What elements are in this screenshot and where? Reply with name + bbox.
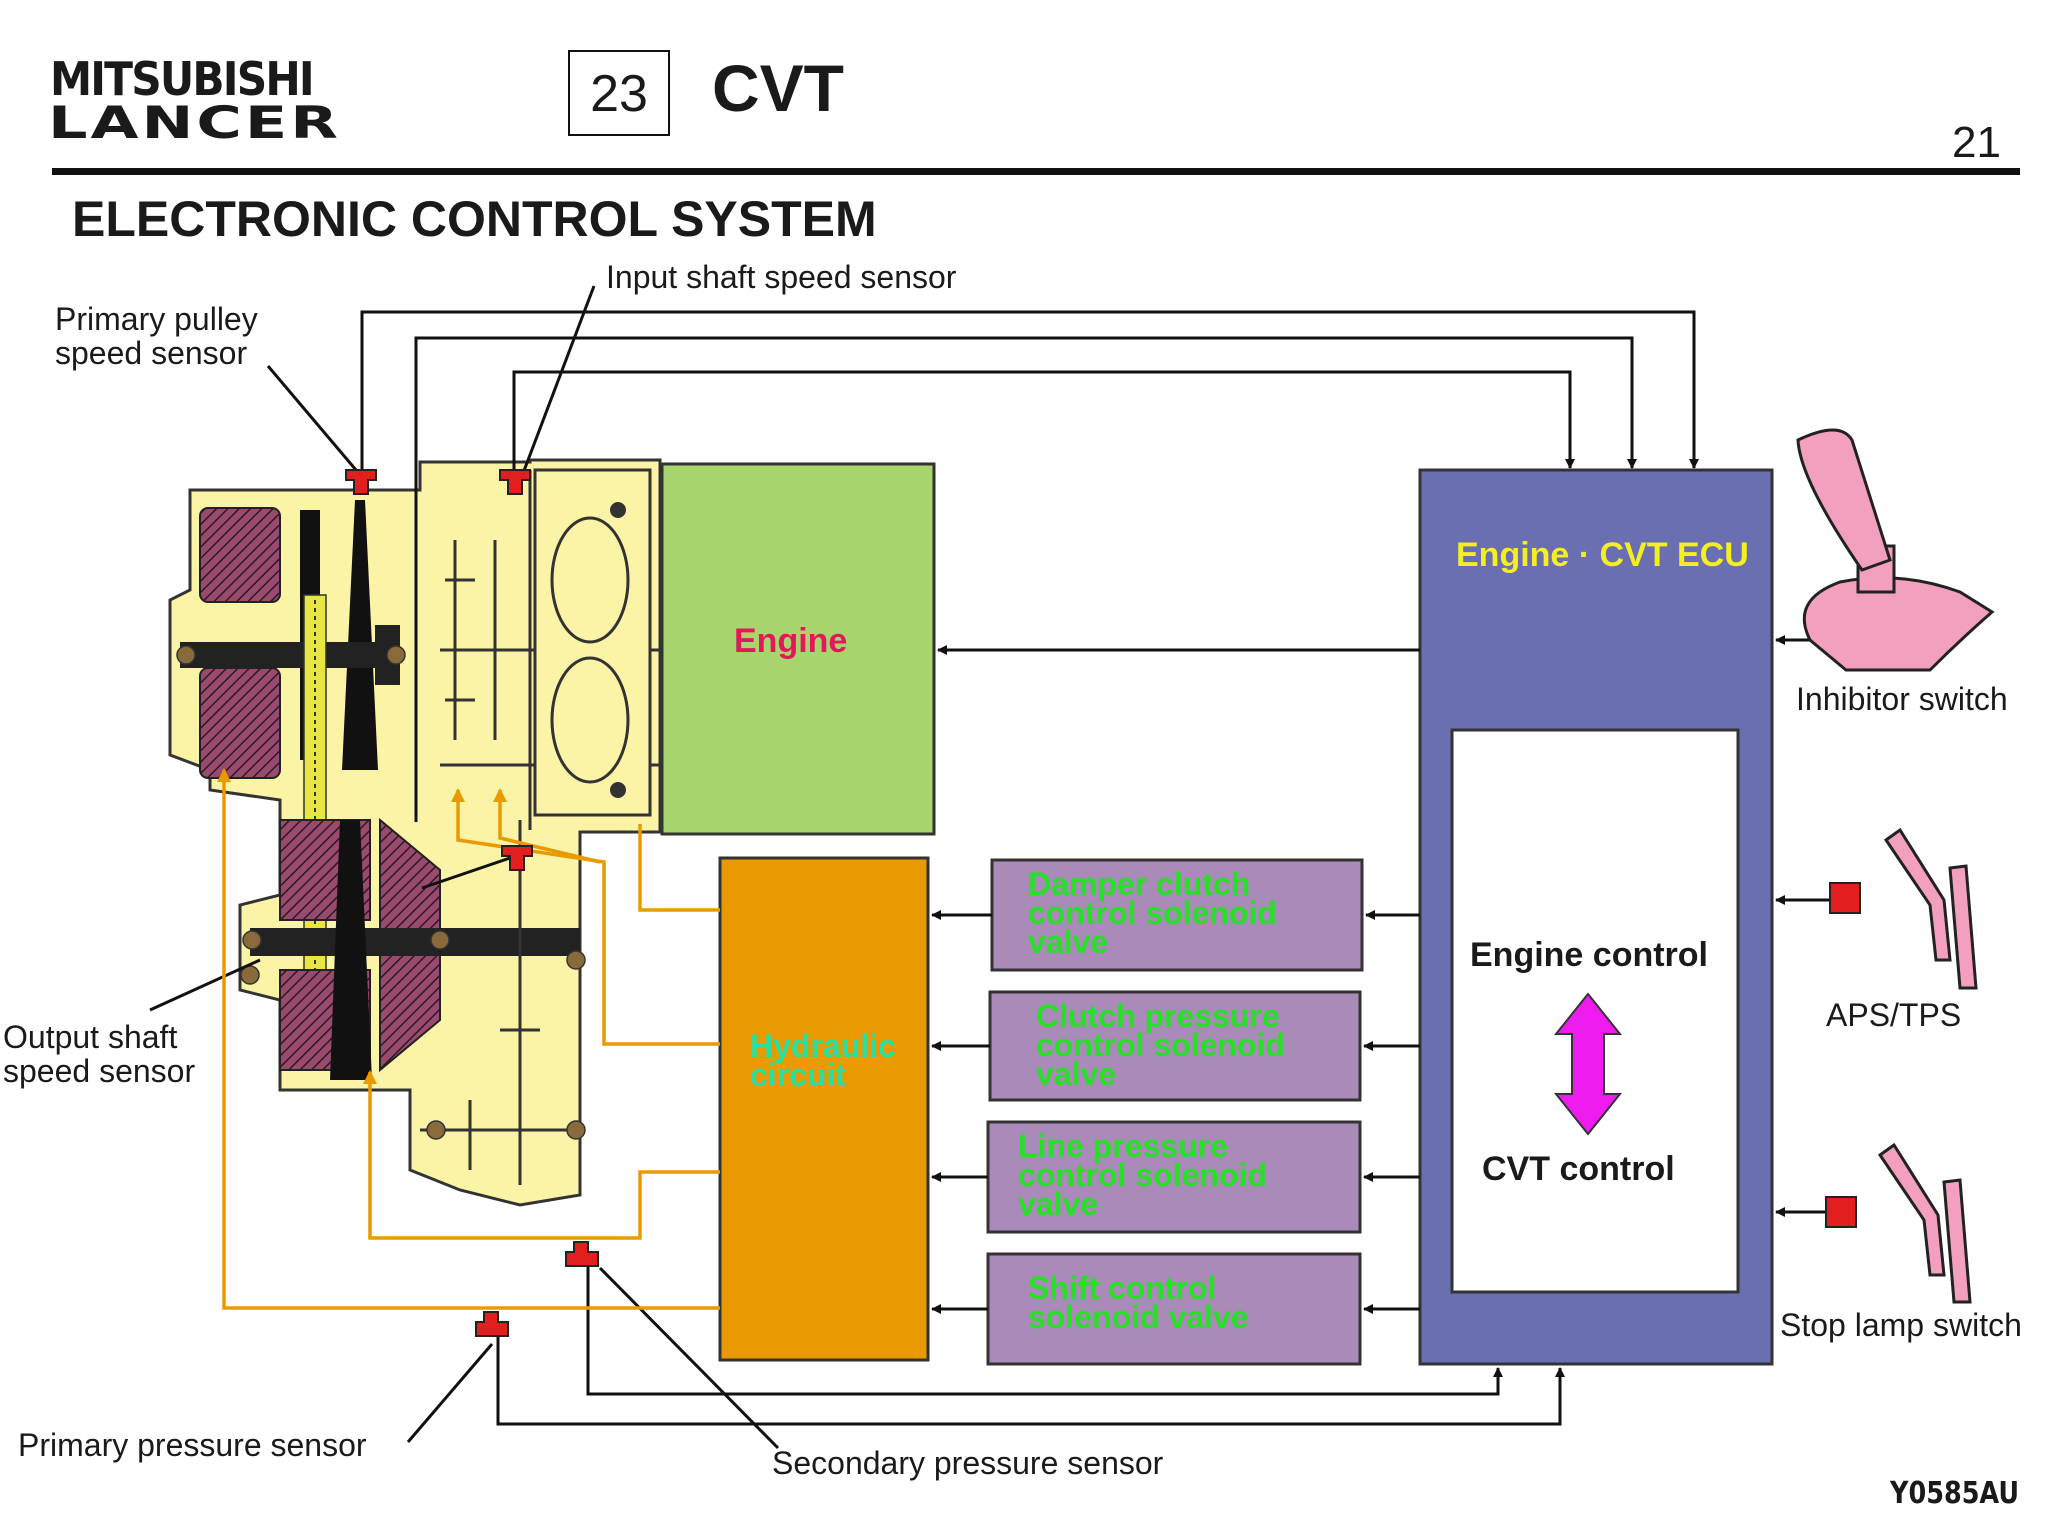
aps-pedal-icon: [1883, 827, 1978, 990]
primary-pressure-sensor-icon: [475, 1311, 509, 1337]
cvt-control-label: CVT control: [1482, 1150, 1675, 1188]
hydraulic-circuit-label: Hydraulic circuit: [750, 1028, 896, 1093]
engine-label: Engine: [734, 622, 848, 660]
aps-tps-sensor-icon: [1829, 882, 1861, 914]
hydraulic-circuit-block: [718, 856, 930, 1362]
page-heading: ELECTRONIC CONTROL SYSTEM: [72, 191, 877, 247]
input-shaft-sensor-label: Input shaft speed sensor: [606, 259, 957, 295]
secondary-pressure-sensor-icon: [565, 1241, 599, 1267]
line-pressure-solenoid-box: [986, 1120, 1362, 1234]
clutch-pressure-solenoid-box: [988, 990, 1362, 1102]
damper-clutch-solenoid-label: Damper clutch control solenoid valve: [1028, 866, 1277, 960]
aps-tps-label: APS/TPS: [1826, 997, 1962, 1033]
header-rule: [52, 168, 2020, 175]
shift-control-solenoid-label: Shift control solenoid valve: [1028, 1270, 1249, 1335]
output-shaft-sensor-icon: [501, 845, 533, 871]
inhibitor-switch-label: Inhibitor switch: [1796, 681, 2008, 717]
engine-block: [660, 462, 936, 836]
input-shaft-sensor-icon: [499, 469, 531, 495]
primary-pulley-sensor-icon: [345, 469, 377, 495]
transmission-housing: [168, 458, 662, 1207]
brand-model: LANCER: [48, 96, 341, 149]
primary-pulley-sensor-label: Primary pulley speed sensor: [55, 301, 258, 371]
shift-control-solenoid-box: [986, 1252, 1362, 1366]
stop-lamp-pedal-icon: [1877, 1142, 1972, 1304]
stop-lamp-sensor-icon: [1825, 1196, 1857, 1228]
line-pressure-solenoid-label: Line pressure control solenoid valve: [1018, 1128, 1267, 1222]
damper-clutch-solenoid-box: [990, 858, 1364, 972]
figure-code: Y0585AU: [1890, 1476, 2020, 1511]
primary-pressure-sensor-label: Primary pressure sensor: [18, 1427, 367, 1463]
clutch-pressure-solenoid-label: Clutch pressure control solenoid valve: [1036, 998, 1285, 1092]
secondary-pressure-sensor-label: Secondary pressure sensor: [772, 1445, 1164, 1481]
brand-maker: MITSUBISHI: [50, 52, 315, 106]
engine-cvt-link-arrow: [1553, 992, 1623, 1136]
section-title: CVT: [712, 51, 844, 125]
ecu-label: Engine · CVT ECU: [1456, 536, 1749, 574]
output-shaft-sensor-label: Output shaft speed sensor: [3, 1019, 196, 1089]
page-number: 21: [1952, 118, 2001, 167]
inhibitor-switch-icon: [1796, 428, 1995, 672]
stop-lamp-switch-label: Stop lamp switch: [1780, 1307, 2022, 1343]
engine-control-label: Engine control: [1470, 936, 1708, 974]
section-number: 23: [568, 50, 670, 136]
